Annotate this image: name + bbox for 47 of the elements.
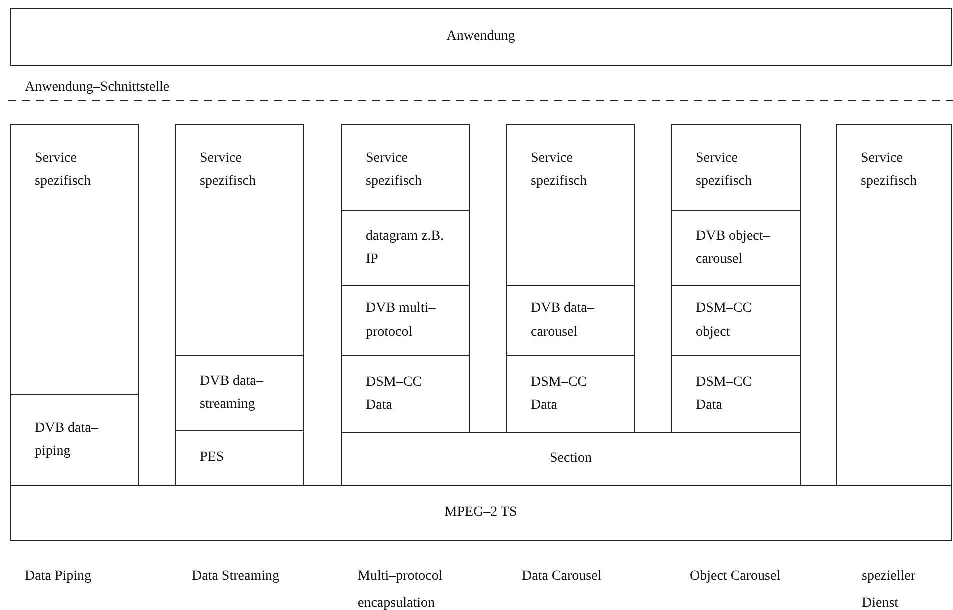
protocol-box (175, 430, 304, 486)
protocol-box (10, 124, 139, 395)
box-label: Section (550, 450, 592, 468)
protocol-box (671, 210, 801, 286)
box-label: DSM–CC object (696, 300, 754, 342)
box-label: Service spezifisch (531, 150, 588, 192)
box-label: datagram z.B. IP (366, 228, 446, 269)
layer-box (10, 8, 952, 66)
box-label: Service spezifisch (696, 150, 753, 192)
protocol-box (341, 285, 470, 356)
interface-label: Anwendung–Schnittstelle (25, 79, 170, 97)
box-label: DVB object– carousel (696, 228, 772, 269)
column-label: Data Streaming (192, 568, 280, 586)
column-label: Multi–protocol encapsulation (358, 568, 444, 610)
box-label: Service spezifisch (35, 150, 92, 192)
box-label: Service spezifisch (200, 150, 257, 192)
column-label: spezieller Dienst (862, 568, 917, 610)
box-label: DVB data– carousel (531, 300, 596, 342)
column-label: Object Carousel (690, 568, 781, 586)
box-label: Service spezifisch (366, 150, 423, 192)
protocol-box (671, 355, 801, 433)
protocol-box (175, 355, 304, 431)
layer-box (10, 485, 952, 541)
protocol-box (506, 285, 635, 356)
box-label: MPEG–2 TS (444, 504, 518, 522)
layer-box (341, 432, 801, 486)
protocol-box (341, 355, 470, 433)
box-label: Service spezifisch (861, 150, 918, 192)
protocol-box (671, 124, 801, 211)
protocol-box (836, 124, 952, 486)
box-label: DVB data– streaming (200, 372, 264, 414)
protocol-box (10, 394, 139, 486)
box-label: Anwendung (446, 28, 516, 46)
box-label: DVB data– piping (35, 420, 100, 461)
box-label: DVB multi– protocol (366, 300, 437, 342)
protocol-box (506, 124, 635, 286)
protocol-box (341, 210, 470, 286)
box-label: DSM–CC Data (366, 374, 424, 415)
protocol-box (506, 355, 635, 433)
box-label: DSM–CC Data (696, 374, 754, 415)
box-label: PES (200, 449, 224, 468)
protocol-box (671, 285, 801, 356)
protocol-box (341, 124, 470, 211)
box-label: DSM–CC Data (531, 374, 588, 415)
column-label: Data Carousel (522, 568, 602, 586)
column-label: Data Piping (25, 568, 92, 586)
protocol-box (175, 124, 304, 356)
